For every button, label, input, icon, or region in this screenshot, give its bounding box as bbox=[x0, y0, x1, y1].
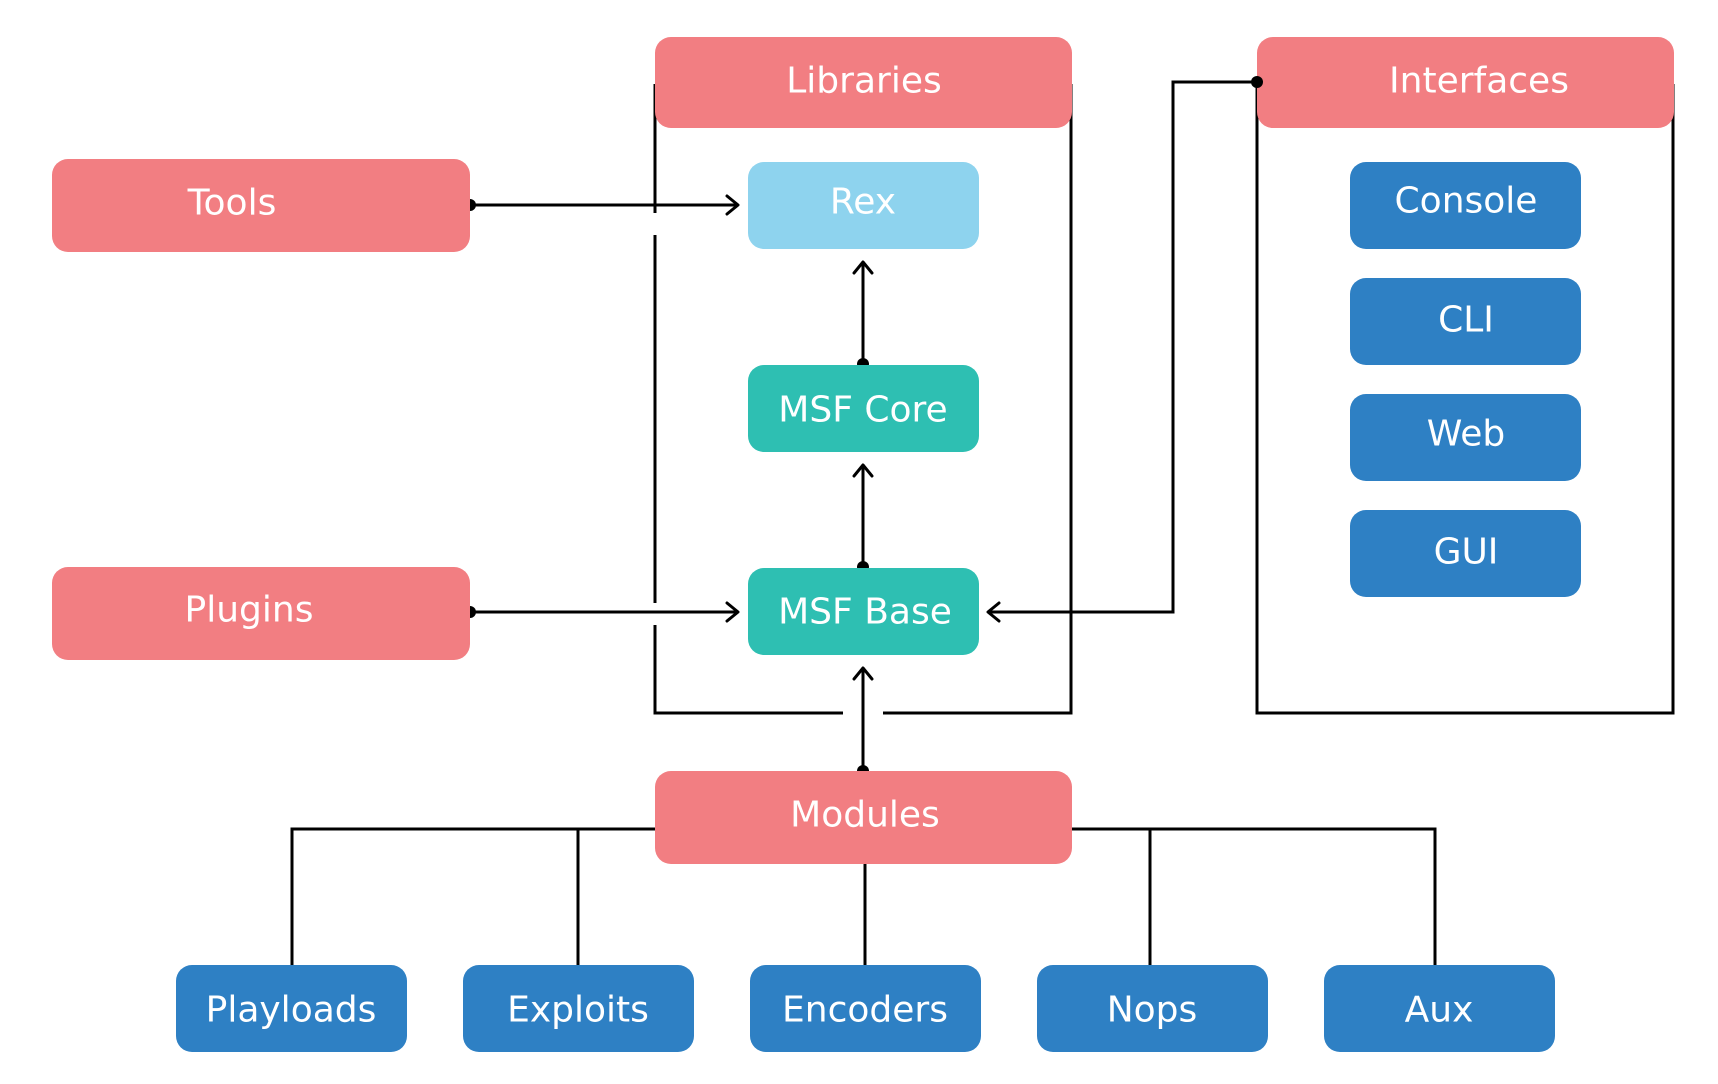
plugins-label: Plugins bbox=[185, 590, 314, 631]
modules-tree-right bbox=[1071, 827, 1437, 965]
encoders-box bbox=[750, 965, 981, 1052]
exploits-label: Exploits bbox=[507, 990, 649, 1031]
modules-tree-left bbox=[290, 827, 655, 965]
interfaces-to-base-arrow bbox=[986, 601, 1001, 623]
libraries-left-bottom-border bbox=[653, 625, 843, 715]
modules-box bbox=[655, 771, 1072, 864]
playloads-box bbox=[176, 965, 407, 1052]
modules-label: Modules bbox=[790, 795, 940, 836]
rex-node: Rex bbox=[748, 162, 979, 249]
interfaces-items: Console CLI Web GUI bbox=[1350, 162, 1581, 597]
plugins-box bbox=[52, 567, 470, 660]
msf-core-label: MSF Core bbox=[778, 390, 947, 431]
tools-label: Tools bbox=[187, 183, 277, 224]
interfaces-header bbox=[1257, 37, 1674, 128]
module-items: Playloads Exploits Encoders Nops Aux bbox=[176, 965, 1555, 1052]
plugins-node: Plugins bbox=[52, 567, 470, 660]
gui-box bbox=[1350, 510, 1581, 597]
interfaces-border bbox=[1255, 84, 1675, 715]
console-label: Console bbox=[1395, 181, 1538, 222]
console-box bbox=[1350, 162, 1581, 249]
cli-box bbox=[1350, 278, 1581, 365]
libraries-right-bottom-border bbox=[883, 84, 1073, 715]
aux-box bbox=[1324, 965, 1555, 1052]
base-to-core-arrow bbox=[852, 463, 874, 478]
core-to-rex-arrow bbox=[852, 260, 874, 275]
libraries-container: Libraries bbox=[653, 37, 1073, 715]
modules-to-base-arrow bbox=[852, 666, 874, 681]
tools-to-rex-arrow bbox=[725, 194, 740, 216]
libraries-title: Libraries bbox=[786, 61, 941, 102]
msf-core-node: MSF Core bbox=[748, 365, 979, 452]
interfaces-connector-dot bbox=[1251, 76, 1263, 88]
rex-box bbox=[748, 162, 979, 249]
playloads-label: Playloads bbox=[206, 990, 377, 1031]
aux-label: Aux bbox=[1405, 990, 1474, 1031]
interfaces-to-base-line bbox=[988, 80, 1257, 614]
msf-base-label: MSF Base bbox=[778, 592, 952, 633]
plugins-to-base-arrow bbox=[725, 601, 740, 623]
web-box bbox=[1350, 394, 1581, 481]
tools-node: Tools bbox=[52, 159, 470, 252]
rex-label: Rex bbox=[830, 182, 896, 223]
msf-base-node: MSF Base bbox=[748, 568, 979, 655]
msf-core-box bbox=[748, 365, 979, 452]
encoders-label: Encoders bbox=[782, 990, 948, 1031]
modules-node: Modules bbox=[655, 771, 1072, 864]
nops-label: Nops bbox=[1107, 990, 1198, 1031]
nops-box bbox=[1037, 965, 1268, 1052]
interfaces-container: Interfaces bbox=[1255, 37, 1675, 715]
libraries-header bbox=[655, 37, 1072, 128]
msf-base-box bbox=[748, 568, 979, 655]
exploits-box bbox=[463, 965, 694, 1052]
web-label: Web bbox=[1427, 414, 1506, 455]
gui-label: GUI bbox=[1434, 532, 1499, 573]
interfaces-title: Interfaces bbox=[1389, 61, 1569, 102]
cli-label: CLI bbox=[1438, 300, 1494, 341]
tools-box bbox=[52, 159, 470, 252]
